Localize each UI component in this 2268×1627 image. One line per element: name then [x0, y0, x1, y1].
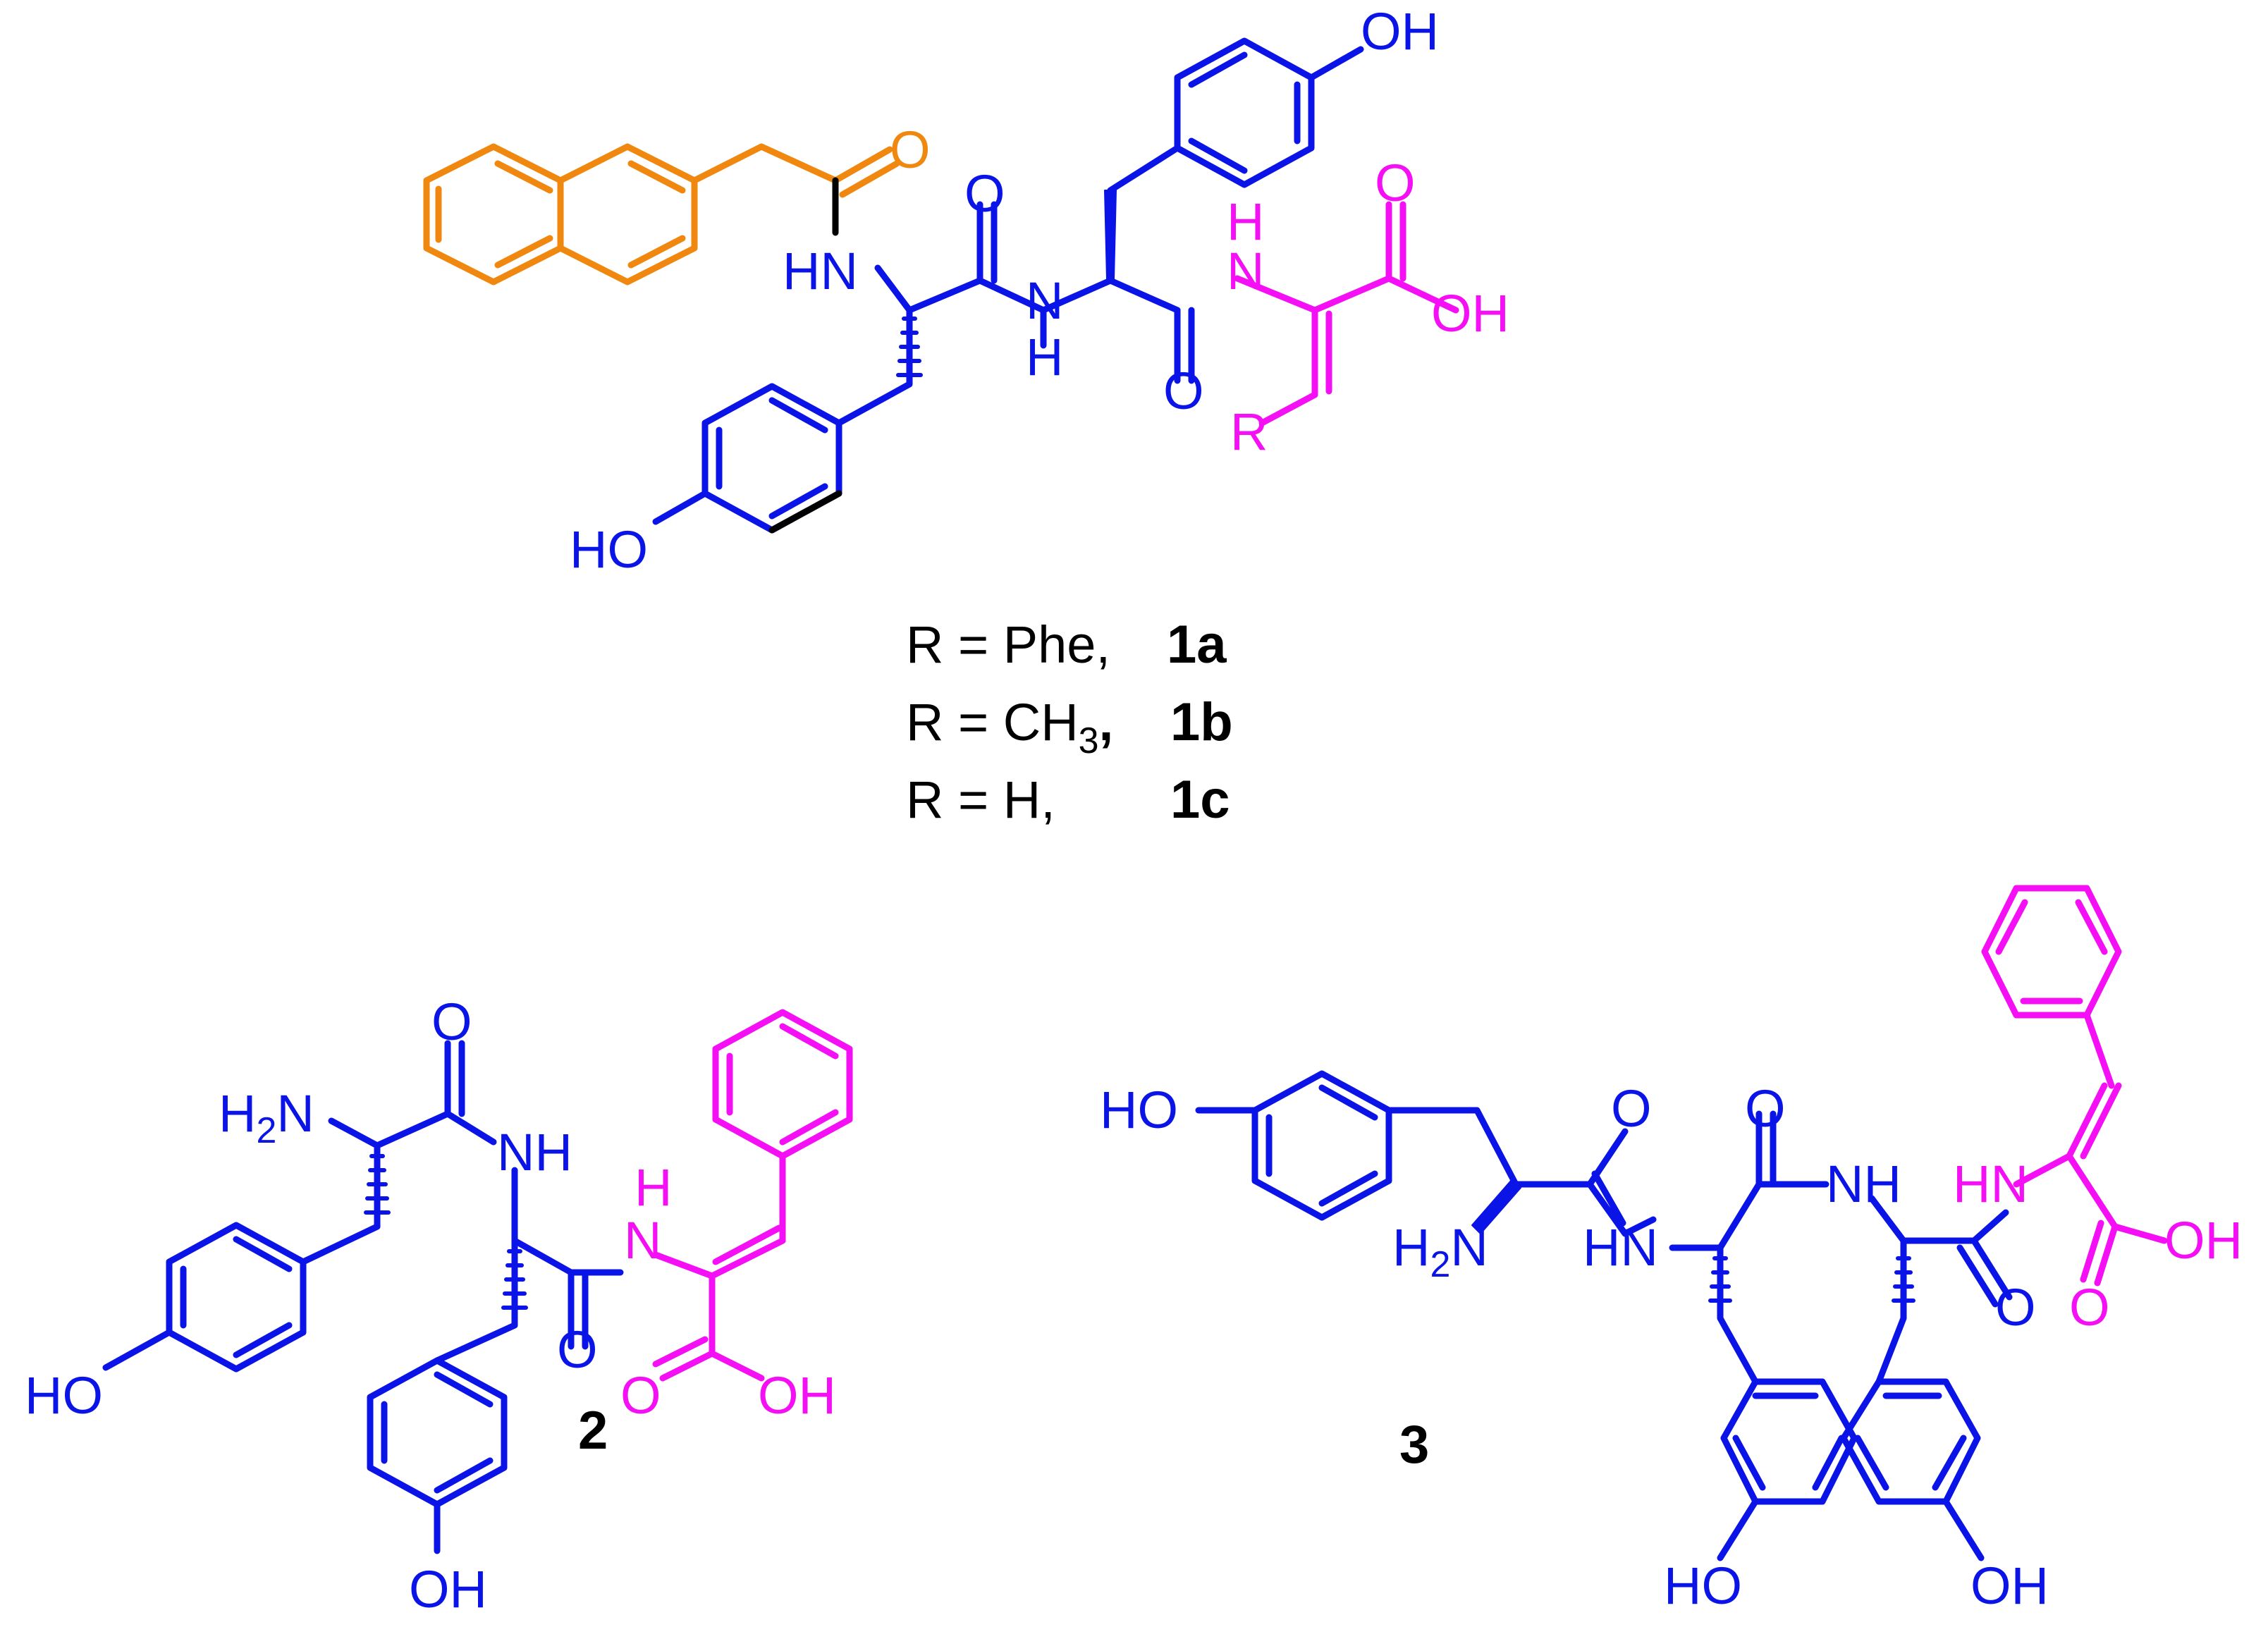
- legend-compound: 1b: [1170, 692, 1233, 752]
- compound-2-structure: [102, 1009, 853, 1554]
- atom-h2n: H2N: [1392, 1218, 1488, 1285]
- hash-bond-3b: [1892, 1256, 1915, 1303]
- atom-o: O: [1995, 1278, 2036, 1337]
- wedge-bond-1: [1104, 190, 1117, 280]
- atom-ho: HO: [25, 1366, 103, 1425]
- atom-o: O: [1611, 1079, 1652, 1138]
- compound-2-labels: O H2N NH O HO OH H N O OH: [25, 993, 836, 1619]
- compound-label-2: 2: [578, 1401, 608, 1461]
- legend-text: R = CH3,: [906, 693, 1113, 761]
- legend-compound: 1c: [1170, 770, 1230, 830]
- compound-3-structure: [1195, 885, 2168, 1561]
- wedge-bond-3: [1471, 1180, 1521, 1234]
- atom-nh: NH: [1826, 1155, 1901, 1213]
- legend-text: R = H,: [906, 770, 1055, 829]
- atom-oh: OH: [409, 1560, 487, 1619]
- compound-3-labels: HO O H2N HN O NH O HO OH HN O OH: [1100, 1079, 2243, 1615]
- atom-h: H: [635, 1158, 672, 1217]
- legend-compound: 1a: [1167, 615, 1227, 675]
- atom-n: N: [1227, 242, 1264, 300]
- atom-h: H: [1227, 192, 1264, 251]
- compound-3-dehydro: [1981, 885, 2168, 1287]
- atom-o: O: [557, 1320, 598, 1379]
- hash-bond-1: [896, 317, 923, 377]
- atom-oh: OH: [1431, 284, 1509, 343]
- atom-o: O: [1375, 154, 1416, 212]
- atom-o: O: [1745, 1079, 1786, 1138]
- black-ring-bond: [768, 490, 842, 534]
- atom-o: O: [2069, 1278, 2110, 1337]
- atom-oh: OH: [2164, 1211, 2243, 1270]
- atom-o: O: [620, 1366, 661, 1425]
- atom-oh: OH: [1970, 1557, 2049, 1615]
- atom-hn: HN: [783, 242, 858, 300]
- atom-oh: OH: [758, 1366, 836, 1425]
- atom-n: N: [1026, 271, 1063, 330]
- legend-text: R = Phe,: [906, 615, 1110, 674]
- atom-o: O: [964, 164, 1005, 223]
- atom-o: O: [431, 993, 472, 1051]
- atom-o: O: [1163, 362, 1204, 420]
- atom-o: O: [890, 121, 931, 179]
- compound-1-structure: [423, 37, 1459, 534]
- compound-1-labels: O O HN N H O OH HO H N O OH R: [570, 2, 1509, 579]
- naphthyl-acetyl-group: [423, 143, 900, 286]
- hash-bond-2b: [501, 1249, 528, 1310]
- hash-bond-2a: [364, 1154, 391, 1215]
- atom-h: H: [1026, 328, 1063, 386]
- atom-oh: OH: [1361, 2, 1439, 61]
- atom-ho: HO: [1664, 1557, 1742, 1615]
- hash-bond-3a: [1708, 1256, 1732, 1303]
- atom-hn: HN: [1953, 1155, 2028, 1213]
- atom-h2n: H2N: [219, 1084, 314, 1151]
- atom-nh: NH: [497, 1123, 572, 1181]
- atom-ho: HO: [1100, 1081, 1178, 1139]
- compound-2-backbone: [102, 1040, 624, 1554]
- atom-hn: HN: [1583, 1218, 1658, 1277]
- compound-label-3: 3: [1399, 1415, 1429, 1475]
- atom-ho: HO: [570, 520, 648, 579]
- atom-r: R: [1230, 403, 1268, 461]
- dehydroamino-acid-group: [1234, 201, 1459, 426]
- compound-3-backbone: [1195, 1070, 2013, 1561]
- atom-n: N: [624, 1211, 661, 1270]
- compound-2-dehydro: [652, 1009, 853, 1382]
- r-group-legend: R = Phe, 1a R = CH3, 1b R = H, 1c: [906, 615, 1233, 830]
